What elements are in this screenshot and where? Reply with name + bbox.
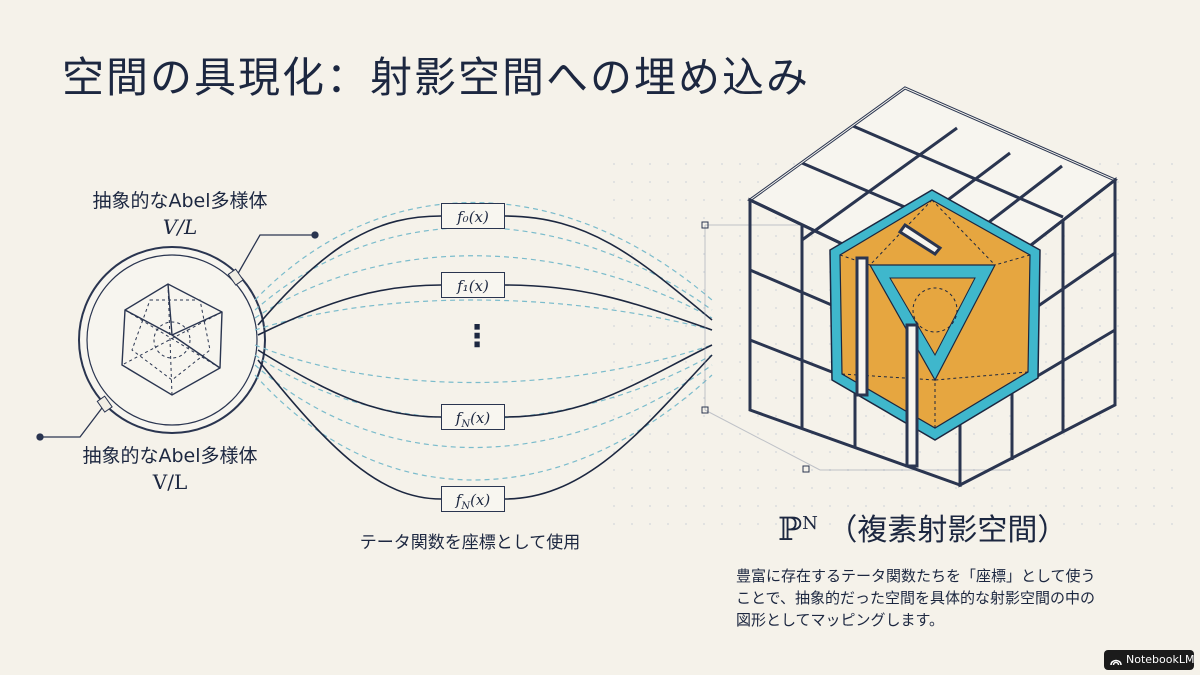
icosahedron: [829, 189, 1041, 441]
function-box-fn-b: fN(x): [441, 486, 505, 512]
page-title: 空間の具現化：射影空間への埋め込み: [62, 53, 811, 102]
description-line: 豊富に存在するテータ関数たちを「座標」として使う: [736, 567, 1096, 585]
ellipsis: ⋮: [462, 319, 492, 354]
target-space-label: ℙN （複素射影空間）: [778, 505, 1067, 549]
mapping-solid-curves: [257, 215, 713, 500]
source-label-bottom-text: 抽象的なAbel多様体: [82, 445, 258, 467]
projective-space-symbol: ℙ: [778, 510, 803, 548]
description-line: ことで、抽象的だった空間を具体的な射影空間の中の: [736, 589, 1095, 607]
source-label-top-sub: V/L: [162, 215, 198, 239]
description-line: 図形としてマッピングします。: [736, 611, 945, 629]
function-box-fn-a: fN(x): [441, 404, 505, 430]
projective-space-text: （複素射影空間）: [827, 513, 1068, 548]
source-label-bottom: 抽象的なAbel多様体 V/L: [40, 443, 300, 495]
projective-space-superscript: N: [802, 513, 818, 534]
notebooklm-badge: NotebookLM: [1104, 650, 1194, 670]
brand-text: NotebookLM: [1126, 653, 1195, 666]
source-label-bottom-sub: V/L: [152, 470, 188, 494]
source-label-top: 抽象的なAbel多様体 V/L: [40, 188, 320, 240]
callout-lines: [36, 231, 319, 441]
source-label-top-text: 抽象的なAbel多様体: [92, 190, 268, 212]
projective-space-grid: [701, 86, 1118, 488]
function-box-f0: f₀(x): [441, 203, 505, 229]
abel-variety-circle: [78, 246, 266, 434]
notebooklm-logo-icon: [1110, 659, 1122, 666]
function-box-f1: f₁(x): [441, 272, 505, 298]
caption: テータ関数を座標として使用: [359, 533, 581, 553]
description: 豊富に存在するテータ関数たちを「座標」として使う ことで、抽象的だった空間を具体…: [736, 565, 1176, 631]
